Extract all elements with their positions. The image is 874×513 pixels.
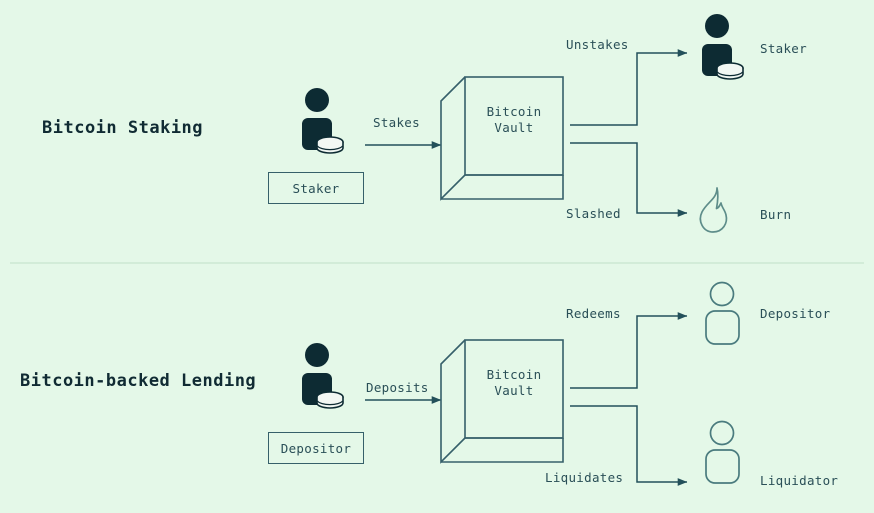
section-title-staking: Bitcoin Staking (42, 118, 204, 138)
connector-unstakes (570, 49, 688, 126)
actor-label-depositor: Depositor (760, 306, 831, 321)
icon-person-with-coins-staker-target (702, 14, 744, 80)
vault-label-lending: Bitcoin Vault (486, 367, 542, 398)
icon-person-with-coins-staker-source (302, 88, 344, 154)
connector-slashed (570, 142, 688, 217)
icon-flame-burn (699, 187, 728, 233)
actor-label-burn: Burn (760, 207, 792, 222)
vault-label-staking: Bitcoin Vault (486, 104, 542, 135)
coin-stack (316, 136, 344, 154)
vault-cube-left-bottom (440, 339, 466, 464)
connector-liquidates (570, 405, 688, 486)
flow-label-liquidates: Liquidates (545, 470, 624, 485)
flow-label-slashed: Slashed (566, 206, 621, 221)
icon-person-outline-depositor (705, 281, 740, 345)
coin-stack (316, 391, 344, 409)
vault-cube-bottom-bottom (441, 438, 564, 463)
actor-label-staker: Staker (760, 41, 807, 56)
icon-person-with-coins-depositor-source (302, 343, 344, 409)
flow-label-stakes: Stakes (373, 115, 420, 130)
source-box-depositor[interactable]: Depositor (268, 432, 364, 464)
flow-label-deposits: Deposits (366, 380, 429, 395)
flow-label-unstakes: Unstakes (566, 37, 629, 52)
icon-person-outline-liquidator (705, 420, 740, 484)
coin-stack (716, 62, 744, 80)
source-box-staker[interactable]: Staker (268, 172, 364, 204)
vault-cube-bottom-top (441, 175, 564, 200)
actor-label-liquidator: Liquidator (760, 473, 839, 488)
connector-redeems (570, 312, 688, 389)
section-title-lending: Bitcoin-backed Lending (20, 371, 257, 391)
flow-label-redeems: Redeems (566, 306, 621, 321)
vault-cube-left-top (440, 76, 466, 201)
